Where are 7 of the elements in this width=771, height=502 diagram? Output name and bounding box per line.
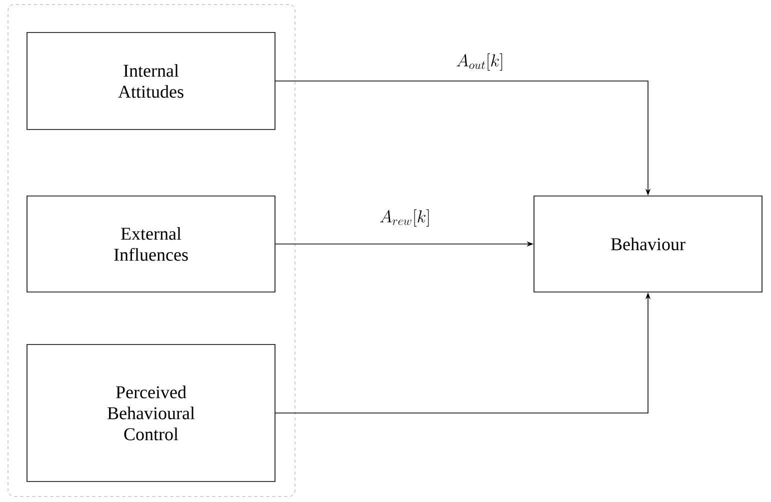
process-box: Internal Attitudes (26, 32, 276, 130)
process-box: Behaviour (534, 196, 762, 292)
process-box: External Influences (26, 196, 276, 292)
edge-label: $A_{out}[k]$ (455, 52, 505, 72)
edge-label: $A_{rew}[k]$ (378, 208, 432, 228)
process-box: Perceived Behavioural Control (26, 344, 276, 482)
group-frame (8, 4, 296, 497)
